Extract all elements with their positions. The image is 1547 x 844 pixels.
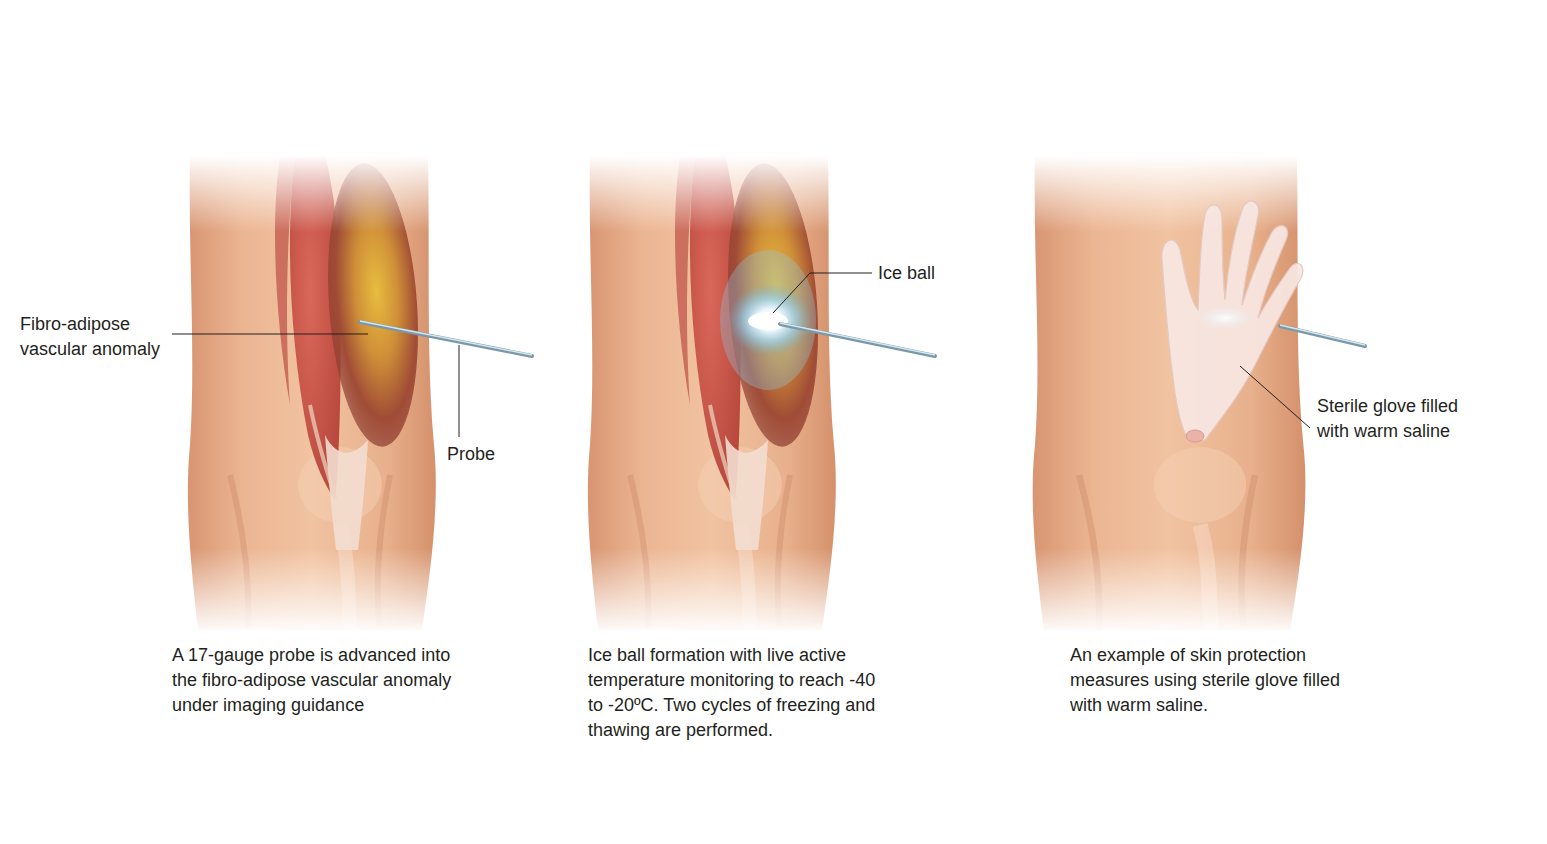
knee-illustration — [588, 155, 836, 630]
leader-line — [459, 345, 460, 437]
probe — [780, 324, 935, 356]
glove-cuff — [1186, 430, 1204, 442]
caption-text: Ice ball formation with live active temp… — [588, 643, 876, 743]
leader-line — [1240, 366, 1310, 428]
caption-text: A 17-gauge probe is advanced into the fi… — [172, 643, 470, 718]
saline-glove — [1162, 201, 1303, 440]
callout-label: Sterile glove filled with warm saline — [1317, 394, 1467, 444]
probe — [360, 322, 532, 356]
callout-label: Fibro-adipose vascular anomaly — [20, 312, 170, 362]
leader-line — [172, 334, 368, 335]
probe — [780, 323, 935, 355]
probe — [1280, 326, 1365, 346]
ice-ball-glow — [728, 284, 812, 356]
probe — [1280, 325, 1365, 345]
callout-label: Ice ball — [878, 261, 935, 286]
callout-label: Probe — [447, 442, 495, 467]
probe — [360, 321, 532, 355]
knee-illustration — [1033, 155, 1306, 630]
ice-ball — [748, 312, 788, 330]
leader-line — [773, 273, 872, 313]
knee-illustration — [188, 155, 436, 630]
caption-text: An example of skin protection measures u… — [1070, 643, 1360, 718]
ice-ball-glow — [1197, 306, 1253, 330]
